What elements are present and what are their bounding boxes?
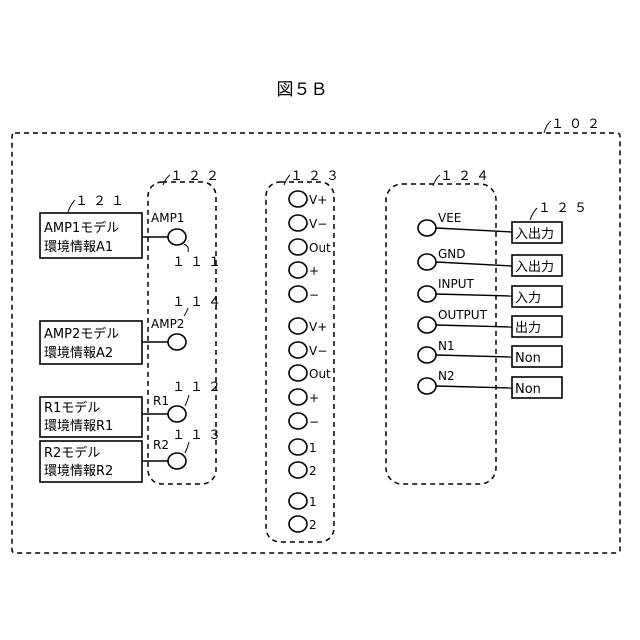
pin-item: −	[289, 286, 319, 302]
component-terminal	[168, 229, 186, 245]
ref-leader-102	[544, 121, 551, 133]
port-n2: N2 Non	[418, 369, 562, 398]
svg-text:V−: V−	[309, 344, 327, 358]
ref-label-113: １１３	[172, 428, 226, 443]
port-label: VEE	[438, 211, 461, 225]
port-input: INPUT 入力	[418, 277, 562, 307]
ref-label-114: １１４	[172, 295, 226, 310]
pin-item: V−	[289, 215, 327, 231]
port-terminal	[418, 317, 436, 333]
port-label: OUTPUT	[438, 308, 488, 322]
port-type-label: 入出力	[515, 227, 554, 242]
port-label: N1	[438, 339, 455, 353]
pin-item: 1	[289, 493, 317, 509]
pin-item: Out	[289, 365, 331, 381]
ref-label-112: １１２	[172, 380, 226, 395]
port-terminal	[418, 286, 436, 302]
pin-item: +	[289, 389, 319, 405]
ref-label-123: １２３	[290, 169, 344, 184]
component-label: R2	[153, 438, 169, 452]
port-terminal	[418, 347, 436, 363]
model-box-line2: 環境情報R2	[44, 464, 113, 479]
svg-text:+: +	[309, 391, 319, 405]
component-terminal	[168, 453, 186, 469]
svg-text:V−: V−	[309, 217, 327, 231]
ref-label-121: １２１	[75, 194, 129, 209]
svg-text:−: −	[309, 415, 319, 429]
component-label: R1	[153, 394, 169, 408]
svg-text:+: +	[309, 264, 319, 278]
pin-item: 2	[289, 462, 317, 478]
svg-text:Out: Out	[309, 367, 331, 381]
component-label: AMP2	[151, 317, 184, 331]
pin-list: V+ V− Out + − V+ V− Out + − 1 2 1 2	[289, 191, 331, 532]
ref-label-124: １２４	[440, 169, 494, 184]
port-label: INPUT	[438, 277, 475, 291]
figure-title: 図５Ｂ	[277, 80, 328, 100]
ref-leader-113	[185, 442, 189, 453]
port-group	[386, 184, 496, 484]
svg-text:1: 1	[309, 441, 317, 455]
ref-label-122: １２２	[170, 169, 224, 184]
model-box-r1: R1モデル 環境情報R1	[40, 397, 142, 437]
svg-text:V+: V+	[309, 320, 327, 334]
model-box-line2: 環境情報R1	[44, 419, 113, 434]
ref-label-125: １２５	[538, 201, 592, 216]
svg-text:1: 1	[309, 495, 317, 509]
port-terminal	[418, 378, 436, 394]
port-terminal	[418, 220, 436, 236]
model-box-line1: R2モデル	[44, 445, 100, 461]
component-label: AMP1	[151, 211, 184, 225]
model-box-amp2: AMP2モデル 環境情報A2	[40, 321, 142, 364]
pin-item: −	[289, 413, 319, 429]
pin-item: V+	[289, 318, 327, 334]
port-gnd: GND 入出力	[418, 247, 562, 276]
ref-leader-121	[68, 200, 75, 212]
ref-leader-111	[184, 244, 188, 252]
model-box-r2: R2モデル 環境情報R2	[40, 441, 142, 482]
port-type-label: 入出力	[515, 260, 554, 275]
ref-leader-122	[163, 175, 170, 185]
ref-leader-125	[530, 208, 537, 220]
svg-text:V+: V+	[309, 193, 327, 207]
model-box-amp1: AMP1モデル 環境情報A1	[40, 213, 142, 258]
pin-item: +	[289, 262, 319, 278]
component-terminal	[168, 406, 186, 422]
ref-leader-112	[185, 395, 189, 406]
model-box-line1: AMP2モデル	[44, 326, 119, 342]
model-box-line1: AMP1モデル	[44, 220, 119, 236]
model-box-line2: 環境情報A1	[44, 240, 113, 255]
svg-text:2: 2	[309, 518, 317, 532]
pin-item: 2	[289, 516, 317, 532]
model-box-line2: 環境情報A2	[44, 346, 113, 361]
ref-label-111: １１１	[172, 255, 226, 270]
port-type-label: Non	[515, 382, 541, 397]
component-terminal	[168, 334, 186, 350]
port-output: OUTPUT 出力	[418, 308, 562, 337]
svg-text:2: 2	[309, 464, 317, 478]
svg-text:Out: Out	[309, 241, 331, 255]
pin-item: Out	[289, 239, 331, 255]
pin-item: V−	[289, 342, 327, 358]
port-type-label: 入力	[515, 291, 541, 306]
port-type-label: 出力	[515, 321, 541, 336]
pin-item: V+	[289, 191, 327, 207]
ref-label-102: １０２	[551, 117, 605, 132]
port-label: GND	[438, 247, 466, 261]
port-n1: N1 Non	[418, 339, 562, 367]
svg-text:−: −	[309, 288, 319, 302]
model-box-line1: R1モデル	[44, 400, 100, 416]
pin-item: 1	[289, 439, 317, 455]
port-label: N2	[438, 369, 455, 383]
port-terminal	[418, 254, 436, 270]
pin-group	[266, 182, 334, 542]
port-type-label: Non	[515, 351, 541, 366]
